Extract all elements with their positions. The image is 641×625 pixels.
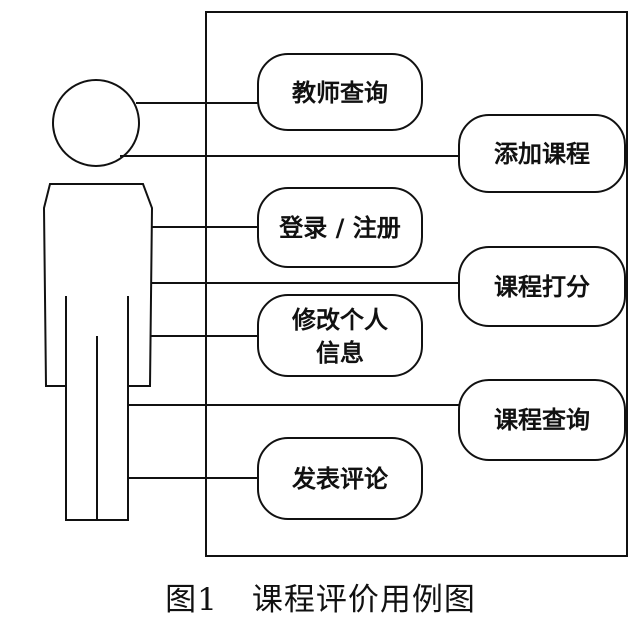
usecase-login-register: 登录 / 注册 bbox=[257, 187, 423, 268]
figure-number: 图1 bbox=[165, 582, 218, 618]
usecase-course-query-label: 课程查询 bbox=[494, 406, 590, 434]
usecase-teacher-query: 教师查询 bbox=[257, 53, 423, 131]
usecase-add-course: 添加课程 bbox=[458, 114, 626, 193]
figure-title: 课程评价用例图 bbox=[251, 582, 476, 618]
usecase-course-rating-label: 课程打分 bbox=[494, 273, 590, 301]
usecase-course-query: 课程查询 bbox=[458, 379, 626, 461]
actor-body bbox=[42, 183, 154, 521]
use-case-diagram: 教师查询 添加课程 登录 / 注册 课程打分 修改个人 信息 课程查询 发表评论 bbox=[42, 11, 628, 557]
usecase-course-rating: 课程打分 bbox=[458, 246, 626, 327]
usecase-login-register-label: 登录 / 注册 bbox=[278, 214, 400, 242]
usecase-edit-personal-info-label-line1: 修改个人 bbox=[291, 306, 388, 334]
usecase-post-comment: 发表评论 bbox=[257, 437, 423, 520]
figure-caption: 图1 课程评价用例图 bbox=[0, 574, 641, 619]
usecase-edit-personal-info: 修改个人 信息 bbox=[257, 294, 423, 377]
usecase-edit-personal-info-label-line2: 信息 bbox=[316, 339, 364, 367]
usecase-teacher-query-label: 教师查询 bbox=[292, 79, 388, 107]
actor-head bbox=[52, 79, 140, 167]
usecase-add-course-label: 添加课程 bbox=[494, 140, 590, 168]
usecase-post-comment-label: 发表评论 bbox=[291, 465, 389, 493]
